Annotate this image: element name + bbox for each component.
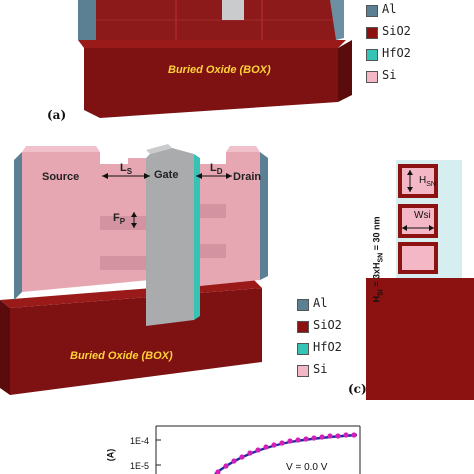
fp-text: F bbox=[113, 212, 120, 224]
ytick-top: 1E-4 bbox=[130, 436, 150, 446]
legend-b-text: Si bbox=[313, 362, 328, 376]
fin-1 bbox=[100, 216, 150, 230]
legend-b-text: Al bbox=[313, 296, 328, 310]
al-swatch bbox=[366, 5, 378, 17]
sheet-1-si bbox=[402, 168, 434, 194]
gate-body bbox=[146, 148, 194, 326]
substrate bbox=[366, 278, 474, 400]
box-label-b: Buried Oxide (BOX) bbox=[70, 350, 173, 362]
hsi-h: H bbox=[371, 295, 382, 303]
legend-b-text: HfO2 bbox=[313, 340, 342, 354]
panel-label-c: (c) bbox=[348, 382, 367, 396]
al-edge-right bbox=[330, 0, 344, 40]
box-label-a: Buried Oxide (BOX) bbox=[168, 64, 271, 76]
box-top bbox=[78, 40, 346, 48]
ld-text: L bbox=[210, 162, 217, 174]
hsn-sub: SN bbox=[426, 181, 436, 188]
drain-label: Drain bbox=[233, 171, 262, 183]
ytick-2: 1E-5 bbox=[130, 461, 150, 471]
al-swatch bbox=[297, 299, 309, 311]
wsi-label: Wsi bbox=[414, 210, 431, 221]
box-front bbox=[84, 48, 338, 118]
hfo2-liner bbox=[194, 154, 200, 320]
hsn-label: HSN bbox=[419, 175, 436, 188]
gate-top bbox=[222, 0, 244, 20]
source-al-side bbox=[14, 152, 22, 300]
hsi-mid: = 3xH bbox=[371, 262, 382, 290]
si-swatch bbox=[297, 365, 309, 377]
ld-sub: D bbox=[216, 167, 223, 177]
hsi-sub: Si bbox=[377, 289, 385, 296]
source-label: Source bbox=[42, 171, 80, 183]
hsi-sn-sub: SN bbox=[377, 252, 385, 263]
measured-markers bbox=[215, 432, 357, 474]
hfo2-swatch bbox=[297, 343, 309, 355]
panel-c-crosssection bbox=[366, 160, 474, 400]
gate-label: Gate bbox=[154, 169, 179, 181]
fp-label: FP bbox=[113, 212, 125, 226]
legend-b-text: SiO2 bbox=[313, 318, 342, 332]
panel-a-device bbox=[78, 0, 352, 118]
vg-annotation: V = 0.0 V bbox=[286, 462, 328, 473]
y-axis-label: (A) bbox=[105, 448, 116, 462]
box-side bbox=[338, 40, 352, 102]
hsn-text: H bbox=[419, 175, 427, 186]
fp-sub: P bbox=[119, 217, 126, 227]
legend-a-text: SiO2 bbox=[382, 24, 411, 38]
ls-text: L bbox=[120, 162, 127, 174]
hfo2-swatch bbox=[366, 49, 378, 61]
sio2-swatch bbox=[297, 321, 309, 333]
ls-sub: S bbox=[126, 167, 133, 177]
legend-a-text: Al bbox=[382, 2, 397, 16]
drain-al-side bbox=[260, 152, 268, 280]
legend-a-text: Si bbox=[382, 68, 397, 82]
hsi-tail: = 30 nm bbox=[371, 216, 382, 253]
hsi-equation: HSi = 3xHSN = 30 nm bbox=[371, 216, 385, 303]
panel-d-plot bbox=[155, 425, 361, 474]
si-swatch bbox=[366, 71, 378, 83]
sheet-2-si bbox=[402, 208, 434, 234]
panel-b-device bbox=[0, 144, 268, 395]
legend-a-text: HfO2 bbox=[382, 46, 411, 60]
al-edge-left bbox=[78, 0, 96, 40]
sio2-swatch bbox=[366, 27, 378, 39]
panel-label-a: (a) bbox=[47, 108, 67, 122]
sheet-3-si bbox=[402, 246, 434, 270]
ld-label: LD bbox=[210, 162, 223, 176]
ls-label: LS bbox=[120, 162, 132, 176]
fin-2 bbox=[100, 256, 150, 270]
